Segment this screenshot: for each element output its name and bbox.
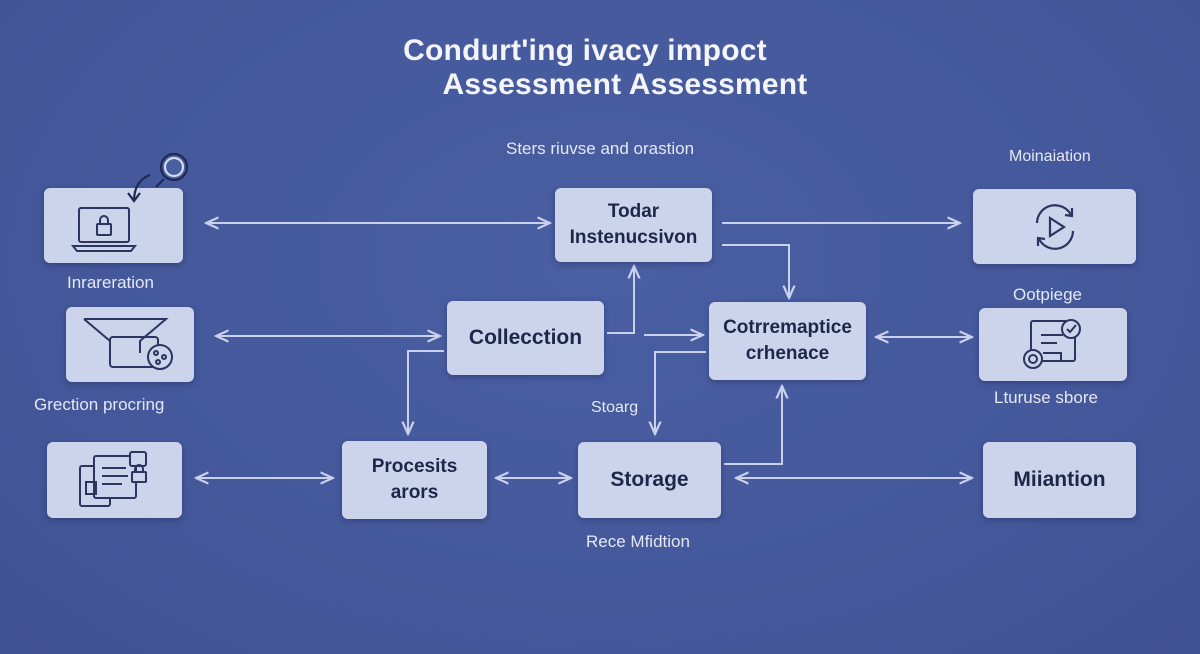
node-processes-line2: arors bbox=[390, 482, 439, 503]
node-processes: Procesits arors bbox=[342, 441, 487, 519]
sync-play-icon bbox=[1035, 203, 1074, 250]
grection-icon-box bbox=[66, 307, 194, 382]
node-cotre-line1: Cotrremaptice bbox=[723, 317, 852, 339]
ootpiege-icon-box bbox=[979, 308, 1127, 381]
node-todar-line1: Todar bbox=[607, 201, 660, 223]
label-rece: Rece Mfidtion bbox=[586, 532, 690, 551]
label-storag: Stoarg bbox=[591, 399, 639, 416]
inrareration-icon-box bbox=[44, 188, 183, 263]
arrow-collection-processes bbox=[408, 350, 444, 434]
arrow-storage-cotre bbox=[724, 386, 782, 465]
documents-lock-icon bbox=[78, 451, 147, 507]
moinaiation-icon-box bbox=[973, 189, 1136, 264]
search-magnifier-icon bbox=[127, 152, 189, 203]
node-miantion-line1: Miiantion bbox=[1013, 467, 1106, 491]
docs-icon-box bbox=[47, 442, 182, 518]
node-processes-line1: Procesits bbox=[371, 456, 458, 478]
arrow-collection-todar bbox=[607, 266, 634, 334]
node-storage: Storage bbox=[578, 442, 721, 518]
label-lturuse: Lturuse sbore bbox=[994, 388, 1098, 407]
node-miantion: Miiantion bbox=[983, 442, 1136, 518]
funnel-globe-icon bbox=[83, 317, 173, 370]
laptop-lock-icon bbox=[70, 206, 137, 252]
node-todar: Todar Instenucsivon bbox=[555, 188, 712, 262]
node-collection: Collecction bbox=[447, 301, 604, 375]
title-line-2: Assessment Assessment bbox=[442, 68, 808, 101]
label-grection: Grection procring bbox=[34, 395, 165, 414]
arrow-todar-cotre bbox=[722, 244, 789, 298]
arrow-cotre-storage bbox=[655, 351, 706, 434]
label-inrareration: Inrareration bbox=[67, 273, 154, 292]
node-storage-line1: Storage bbox=[610, 467, 689, 491]
label-steps: Sters riuvse and orastion bbox=[506, 139, 695, 158]
node-collection-line1: Collecction bbox=[468, 325, 583, 349]
title-line-1: Condurt'ing ivacy impoct bbox=[403, 34, 767, 67]
node-cotre-line2: crhenace bbox=[745, 343, 830, 364]
node-cotre: Cotrremaptice crhenace bbox=[709, 302, 866, 380]
node-todar-line2: Instenucsivon bbox=[569, 227, 698, 248]
label-moinaiation: Moinaiation bbox=[1009, 148, 1091, 165]
certificate-check-icon bbox=[1023, 318, 1081, 369]
label-ootpiege: Ootpiege bbox=[1013, 285, 1082, 304]
